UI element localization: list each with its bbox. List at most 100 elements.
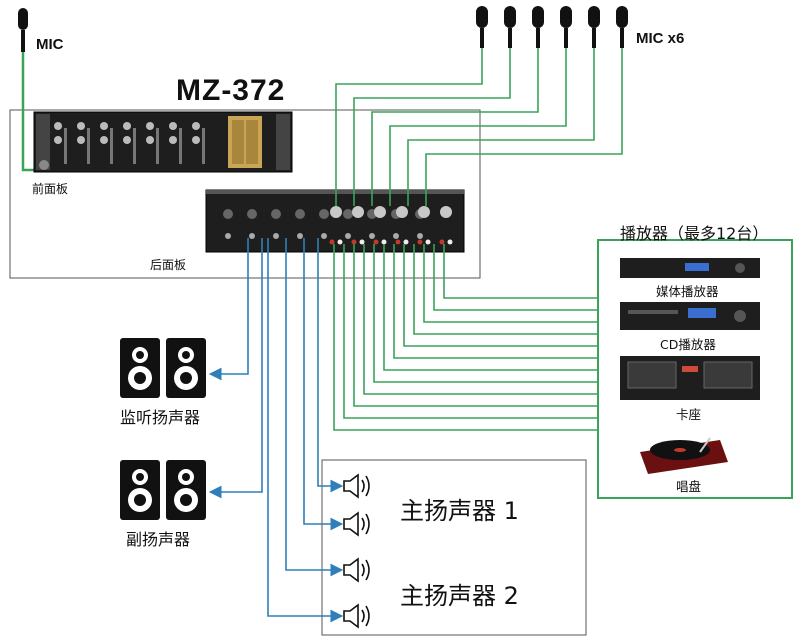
sub-speakers-icon: [120, 460, 206, 520]
mic-cable-line: [335, 48, 483, 206]
rca-jack-icon: [249, 233, 255, 239]
player-label-media: 媒体播放器: [656, 284, 719, 299]
mic-icon: [616, 6, 628, 48]
rca-jack-icon: [225, 233, 231, 239]
cd-player-icon: [620, 302, 760, 330]
player-cable-line: [383, 244, 598, 371]
rca-jack-icon: [345, 233, 351, 239]
rca-white-icon: [425, 239, 431, 245]
speaker-icon: [343, 603, 370, 629]
main-speakers-2-label: 主扬声器 2: [400, 582, 519, 610]
mic-icon-single: [18, 8, 28, 52]
xlr-input-icon: [330, 206, 342, 218]
rca-red-icon: [417, 239, 423, 245]
player-cable-line: [423, 244, 598, 323]
knob-icon: [146, 136, 154, 144]
xlr-jack-icon: [319, 209, 329, 219]
main-speaker-cable-4: [267, 238, 344, 623]
sub-speaker-cable: [208, 238, 263, 499]
rca-jack-icon: [369, 233, 375, 239]
xlr-jack-icon: [271, 209, 281, 219]
player-cable-line: [333, 244, 598, 431]
cassette-deck-icon: [620, 356, 760, 400]
xlr-input-icon: [418, 206, 430, 218]
main-speaker-cable-1: [317, 238, 344, 493]
knob-icon: [169, 122, 177, 130]
mic-input-jack-icon: [39, 160, 49, 170]
rca-white-icon: [403, 239, 409, 245]
rca-red-icon: [395, 239, 401, 245]
front-panel-label: 前面板: [32, 182, 69, 196]
xlr-input-icon: [440, 206, 452, 218]
xlr-input-icon: [396, 206, 408, 218]
rca-white-icon: [337, 239, 343, 245]
knob-icon: [192, 122, 200, 130]
mic-multi-label: MIC x6: [636, 30, 685, 47]
mic-cable-line: [371, 48, 539, 206]
sub-speakers-label: 副扬声器: [126, 530, 191, 549]
xlr-jack-icon: [343, 209, 353, 219]
knob-icon: [123, 136, 131, 144]
fader-icon: [179, 128, 182, 164]
player-label-cassette: 卡座: [676, 407, 702, 422]
mic-cable-line: [425, 48, 623, 206]
rca-red-icon: [373, 239, 379, 245]
main-speaker-cable-3: [285, 238, 344, 577]
knob-icon: [169, 136, 177, 144]
main-speakers-1-label: 主扬声器 1: [400, 497, 519, 525]
mic-cable-line: [389, 48, 567, 206]
rear-panel-device: [205, 189, 465, 253]
mic-icon: [532, 6, 544, 48]
rca-red-icon: [439, 239, 445, 245]
front-panel-device: [33, 111, 293, 173]
fader-icon: [87, 128, 90, 164]
rca-jack-icon: [417, 233, 423, 239]
speaker-icon: [343, 511, 370, 537]
knob-icon: [54, 136, 62, 144]
player-cable-line: [393, 244, 598, 359]
mic-icon: [588, 6, 600, 48]
players-box: [597, 239, 793, 499]
fader-icon: [64, 128, 67, 164]
rear-panel-label: 后面板: [150, 258, 187, 272]
player-cable-line: [343, 244, 598, 419]
speaker-icon: [343, 557, 370, 583]
fader-icon: [202, 128, 205, 164]
rca-red-icon: [329, 239, 335, 245]
rca-jack-icon: [273, 233, 279, 239]
monitor-speaker-cable: [208, 238, 249, 381]
knob-icon: [192, 136, 200, 144]
fader-icon: [110, 128, 113, 164]
player-cable-line: [353, 244, 598, 407]
player-cable-line: [413, 244, 598, 335]
xlr-jack-icon: [295, 209, 305, 219]
knob-icon: [77, 122, 85, 130]
monitor-speakers-icon: [120, 338, 206, 398]
rca-jack-icon: [393, 233, 399, 239]
knob-icon: [54, 122, 62, 130]
fader-icon: [156, 128, 159, 164]
knob-icon: [146, 122, 154, 130]
mic-icon: [560, 6, 572, 48]
players-heading: 播放器（最多12台）: [620, 224, 769, 243]
mixer-outline-box: [9, 109, 481, 279]
knob-icon: [100, 136, 108, 144]
mic-cable-line: [353, 48, 511, 206]
main-speaker-cable-2: [303, 238, 344, 531]
player-cable-line: [363, 244, 598, 395]
turntable-icon: [640, 437, 728, 474]
mic-cable-line: [407, 48, 595, 206]
player-label-cd: CD播放器: [660, 337, 716, 352]
speaker-icon: [343, 473, 370, 499]
player-cable-line: [433, 244, 598, 311]
mic-icon: [504, 6, 516, 48]
main-speakers-box: [321, 459, 587, 636]
main-speaker-icons: [343, 473, 370, 629]
rca-jack-icon: [297, 233, 303, 239]
model-title: MZ-372: [176, 74, 286, 107]
xlr-input-icon: [352, 206, 364, 218]
rca-white-icon: [359, 239, 365, 245]
rca-red-icon: [351, 239, 357, 245]
xlr-jack-icon: [247, 209, 257, 219]
